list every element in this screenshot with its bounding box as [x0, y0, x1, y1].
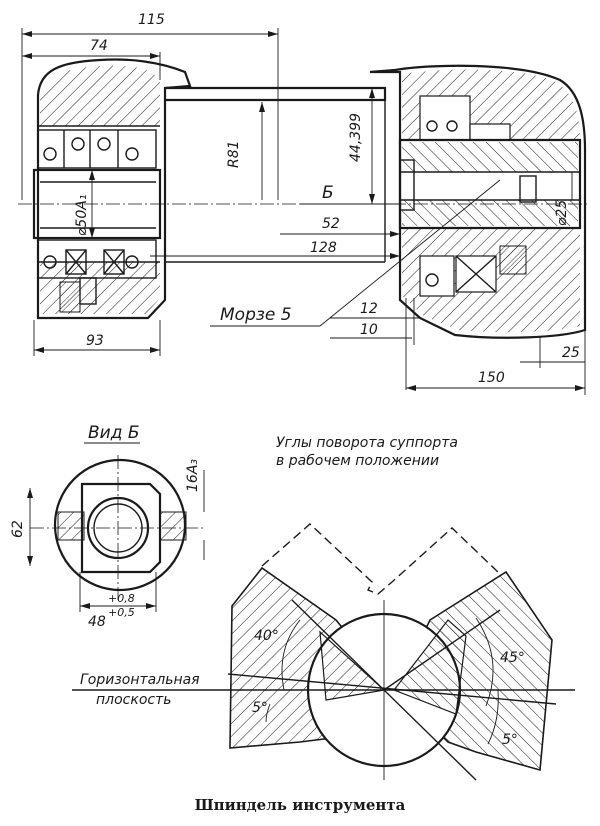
dimension-lines — [21, 28, 586, 395]
spindle-section-view: 115 74 R81 44,399 Б 52 128 ⌀50A₁ ⌀25 Мор… — [18, 12, 590, 395]
left-housing — [32, 58, 192, 320]
tolerance-lower: +0,5 — [108, 606, 135, 619]
dim-93: 93 — [86, 333, 104, 349]
view-b: Вид Б 62 16A₃ 48 +0,8 +0,5 — [10, 423, 205, 630]
shaft — [164, 86, 387, 263]
dim-bore-diameter: ⌀50A₁ — [74, 195, 90, 236]
angle-45: 45° — [500, 650, 525, 666]
angle-40: 40° — [254, 628, 279, 644]
dim-150: 150 — [478, 370, 505, 386]
angle-5-left: 5° — [252, 700, 268, 716]
dim-25: 25 — [562, 345, 580, 361]
angle-5-right: 5° — [502, 732, 518, 748]
right-housing — [369, 64, 587, 339]
figure-caption: Шпиндель инструмента — [195, 796, 406, 814]
angles-note-line1: Углы поворота суппорта — [276, 435, 458, 451]
dim-62: 62 — [10, 520, 26, 538]
dim-12: 12 — [360, 301, 378, 317]
dim-diameter-25: ⌀25 — [554, 200, 570, 226]
angles-note-line2: в рабочем положении — [276, 453, 439, 469]
horizontal-label-line2: плоскость — [96, 692, 172, 708]
morse-taper-label: Морзе 5 — [220, 305, 292, 325]
dim-16-a3: 16A₃ — [185, 459, 201, 492]
dim-overall-length: 115 — [138, 12, 165, 28]
tolerance-upper: +0,8 — [108, 592, 135, 605]
dim-upper-length: 74 — [90, 38, 108, 54]
dim-48: 48 — [88, 614, 106, 630]
dim-10: 10 — [360, 322, 378, 338]
view-marker-b: Б — [322, 183, 334, 203]
dim-128: 128 — [310, 240, 337, 256]
angle-diagram: Углы поворота суппорта в рабочем положен… — [72, 435, 575, 781]
view-b-title: Вид Б — [88, 423, 140, 443]
horizontal-label-line1: Горизонтальная — [80, 672, 200, 688]
dim-radius: R81 — [226, 140, 242, 168]
dim-52: 52 — [322, 216, 340, 232]
dim-height: 44,399 — [348, 113, 364, 162]
